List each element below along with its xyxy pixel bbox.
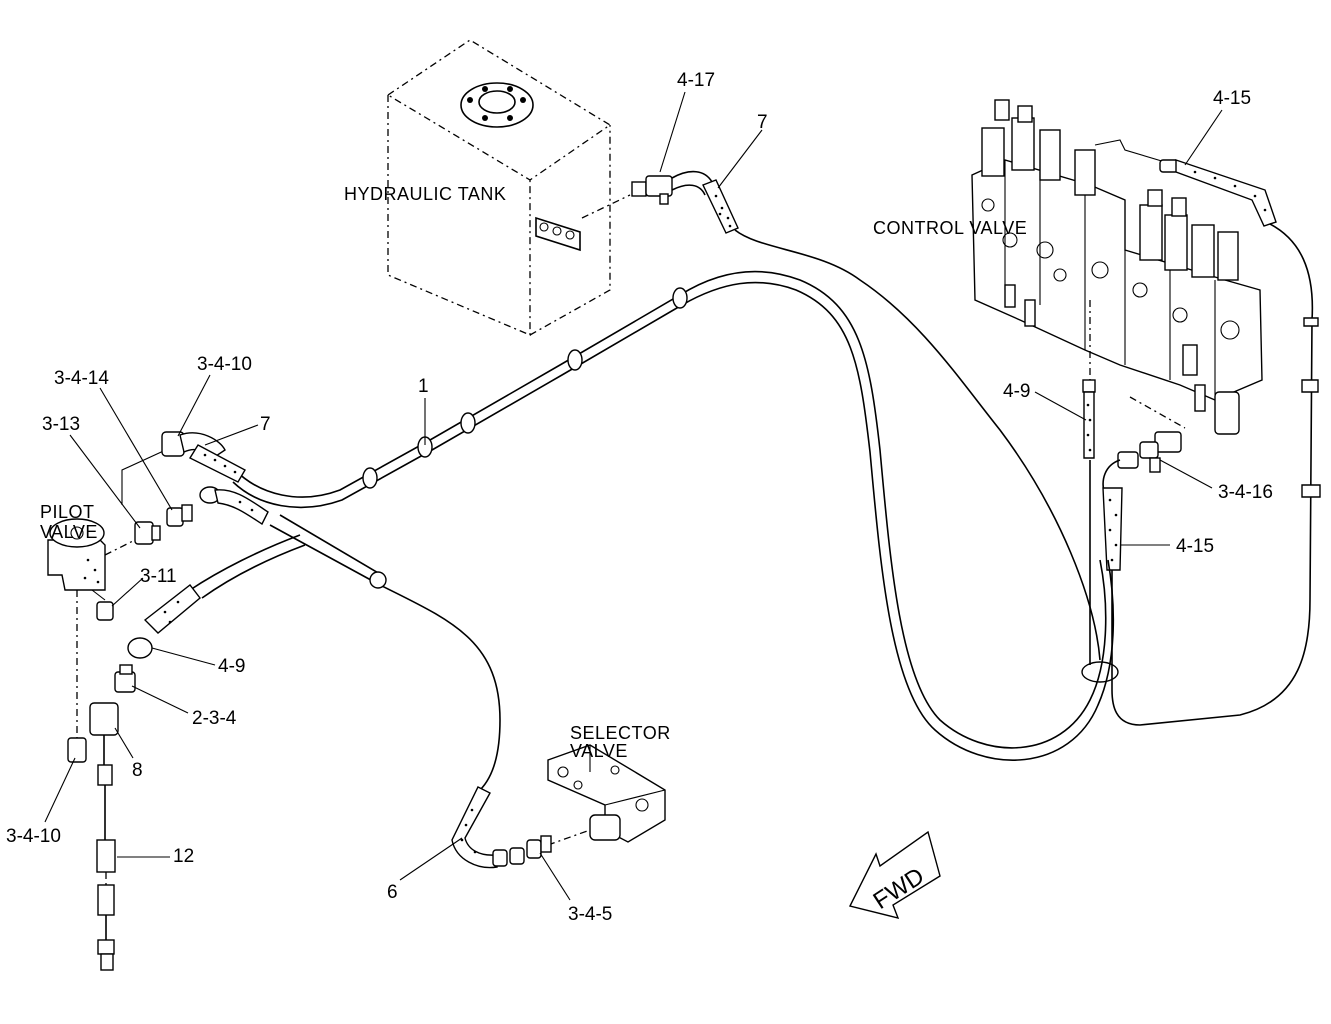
fitting-2-3-4 <box>114 664 136 693</box>
sensor-8 <box>89 702 119 840</box>
hose-6 <box>451 786 508 869</box>
tank-fitting-4-17 <box>581 170 713 219</box>
callout-4-15-top: 4-15 <box>1213 88 1251 109</box>
callout-7-top: 7 <box>757 112 768 133</box>
selector-valve <box>547 744 666 846</box>
callout-3-4-10-top: 3-4-10 <box>197 354 252 375</box>
fitting-3-11 <box>91 589 114 621</box>
control-valve-label: CONTROL VALVE <box>873 218 1027 238</box>
elbow-hose-end <box>199 486 269 526</box>
control-valve-return-hose-4-15 <box>1111 159 1321 726</box>
control-valve-pilot-hose-4-9 <box>1082 300 1096 459</box>
callout-7-left: 7 <box>260 414 271 435</box>
callout-3-13: 3-13 <box>42 414 80 435</box>
callout-4-9-left: 4-9 <box>218 656 245 677</box>
fitting-3-4-14 <box>166 504 193 527</box>
control-valve <box>971 99 1263 435</box>
pilot-valve-label-line2: VALVE <box>40 522 98 542</box>
callout-4-9-right: 4-9 <box>1003 381 1030 402</box>
selector-valve-label-line2: VALVE <box>570 741 628 761</box>
callout-3-4-14: 3-4-14 <box>54 368 109 389</box>
callout-12: 12 <box>173 846 194 867</box>
callout-3-11: 3-11 <box>140 566 177 587</box>
leader-lines <box>44 91 1223 901</box>
callout-1: 1 <box>418 376 429 397</box>
hose-routes <box>189 229 1115 791</box>
fitting-3-13 <box>134 521 161 545</box>
callout-2-3-4: 2-3-4 <box>192 708 237 729</box>
hydraulic-tank <box>386 39 612 336</box>
callout-3-4-16: 3-4-16 <box>1218 482 1273 503</box>
pilot-valve <box>47 447 171 740</box>
callout-6: 6 <box>387 882 398 903</box>
fitting-3-4-16 <box>1117 396 1186 473</box>
callout-4-17: 4-17 <box>677 70 715 91</box>
control-valve-hose-4-15-lower <box>1102 459 1123 571</box>
pilot-valve-label-line1: PILOT <box>40 502 95 522</box>
callout-8: 8 <box>132 760 143 781</box>
hose-4-9-left-end <box>127 584 201 659</box>
callout-4-15-right: 4-15 <box>1176 536 1214 557</box>
hydraulic-tank-label: HYDRAULIC TANK <box>344 184 506 204</box>
callout-3-4-10-bottom: 3-4-10 <box>6 826 61 847</box>
harness-12 <box>96 839 116 971</box>
fitting-3-4-5 <box>509 835 552 865</box>
hose-7-top <box>702 179 739 234</box>
hose-clips <box>362 287 688 589</box>
callout-3-4-5: 3-4-5 <box>568 904 612 925</box>
selector-valve-label-line1: SELECTOR <box>570 723 671 743</box>
fwd-arrow-icon: FWD <box>848 830 941 920</box>
fitting-3-4-10-bottom <box>67 737 87 763</box>
hose-7-left <box>189 444 246 483</box>
